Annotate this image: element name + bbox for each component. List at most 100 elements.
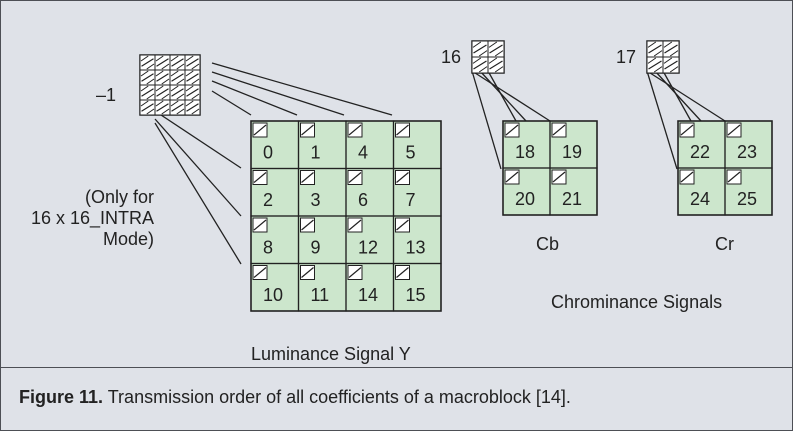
luma-block-dc-marker-hatch	[348, 267, 362, 278]
luma-block-cell-index: 14	[358, 285, 378, 305]
dc-block-luma-hatch	[161, 78, 170, 85]
luma-block-cell-index: 11	[311, 285, 330, 305]
dc-block-luma-hatch	[141, 73, 154, 82]
luma-block-cell-index: 8	[263, 238, 273, 258]
dc-block-luma-hatch	[176, 93, 185, 100]
luma-block-dc-marker-hatch	[301, 267, 314, 278]
dc-block-luma-hatch	[185, 55, 194, 62]
cr-label: Cr	[715, 234, 734, 254]
luma-block-dc-marker-hatch	[301, 219, 314, 231]
luma-block-cell-index: 1	[311, 143, 321, 163]
luma-block-cell-index: 6	[358, 190, 368, 210]
dc-block-luma-hatch	[156, 88, 169, 97]
luma-block-dc-marker-hatch	[348, 219, 362, 231]
dc-block-luma-hatch	[156, 73, 169, 82]
figure-caption-text: Transmission order of all coefficients o…	[107, 387, 571, 407]
dc-block-luma-hatch	[170, 85, 179, 92]
connector-line	[487, 70, 517, 122]
intra-mode-note-line-2: 16 x 16_INTRA	[30, 208, 154, 228]
connector-line	[479, 70, 527, 122]
cr-block-cell-index: 24	[690, 189, 710, 209]
dc-block-luma-hatch	[171, 73, 184, 82]
cr-block-cell-index: 25	[737, 189, 757, 209]
dc-block-cr-hatch	[669, 50, 679, 57]
cr-block-dc-marker-hatch	[727, 171, 741, 183]
luma-block-dc-marker-hatch	[253, 267, 267, 278]
dc-label-cb: 16	[441, 47, 462, 67]
cr-block-dc-marker-hatch	[680, 124, 694, 136]
luma-block-cell-index: 10	[263, 285, 283, 305]
dc-block-cb-hatch	[489, 44, 503, 54]
luma-block-cell	[392, 262, 442, 312]
intra-mode-note-line-3: Mode)	[102, 229, 154, 249]
dc-block-luma-hatch	[155, 70, 164, 77]
dc-block-luma-hatch	[186, 103, 199, 112]
dc-block-cr-hatch	[653, 50, 663, 57]
dc-block-cb-hatch	[488, 41, 498, 48]
cb-label: Cb	[536, 234, 560, 254]
figure-caption: Figure 11. Transmission order of all coe…	[19, 387, 571, 408]
dc-block-luma-hatch	[186, 88, 199, 97]
cr-block-dc-marker-hatch	[680, 171, 694, 183]
dc-block-luma-hatch	[141, 88, 154, 97]
dc-block-luma-hatch	[140, 70, 149, 77]
dc-block-luma-hatch	[155, 55, 164, 62]
dc-block-luma-hatch	[140, 55, 149, 62]
luma-block-dc-marker-hatch	[396, 172, 409, 183]
dc-block-cr-hatch	[648, 44, 662, 54]
luma-block-cell-index: 9	[311, 238, 321, 258]
dc-block-luma-hatch	[191, 78, 200, 85]
luma-block-cell-index: 5	[406, 143, 416, 163]
luma-block-cell-index: 2	[263, 190, 273, 210]
luminance-label: Luminance Signal Y	[251, 344, 411, 364]
dc-block-luma-hatch	[185, 85, 194, 92]
dc-block-luma-hatch	[141, 103, 154, 112]
cb-block-cell-index: 19	[562, 142, 582, 162]
cb-block-dc-marker-hatch	[505, 124, 519, 136]
dc-block-luma-hatch	[171, 88, 184, 97]
connector-line	[211, 80, 298, 116]
cr-block-cell	[724, 167, 773, 216]
cb-block-cell-index: 18	[515, 142, 535, 162]
dc-block-cr-hatch	[669, 66, 679, 73]
dc-block-luma-hatch	[161, 93, 170, 100]
luma-block-cell-index: 13	[406, 238, 426, 258]
dc-block-cr-hatch	[648, 60, 662, 70]
luma-block-cell-index: 15	[406, 285, 426, 305]
dc-label-cr: 17	[616, 47, 637, 67]
connector-line	[471, 70, 502, 170]
dc-block-luma-hatch	[185, 100, 194, 107]
luma-block-dc-marker-hatch	[348, 124, 362, 136]
dc-block-luma-hatch	[176, 108, 185, 115]
caption-divider	[1, 367, 792, 368]
cr-block-dc-marker-hatch	[727, 124, 741, 136]
dc-block-luma-hatch	[191, 63, 200, 70]
dc-block-luma-hatch	[191, 108, 200, 115]
luma-block-cell-index: 3	[311, 190, 321, 210]
connector-line	[154, 122, 242, 265]
dc-block-luma-hatch	[156, 58, 169, 67]
connector-line	[646, 70, 678, 170]
dc-block-luma-hatch	[161, 108, 170, 115]
dc-block-luma-hatch	[171, 103, 184, 112]
dc-block-luma-hatch	[176, 78, 185, 85]
intra-mode-note-line-1: (Only for	[84, 187, 154, 207]
cb-block-cell-index: 21	[562, 189, 582, 209]
cr-block-cell-index: 22	[690, 142, 710, 162]
dc-block-cb-hatch	[488, 57, 498, 64]
dc-block-luma-hatch	[170, 55, 179, 62]
dc-block-cb-hatch	[473, 44, 487, 54]
cb-block-dc-marker-hatch	[552, 124, 566, 136]
cb-block-cell-index: 20	[515, 189, 535, 209]
dc-block-luma-hatch	[141, 58, 154, 67]
dc-block-cr-hatch	[647, 41, 657, 48]
dc-block-cr-hatch	[663, 41, 673, 48]
luma-block-cell-index: 4	[358, 143, 368, 163]
dc-block-cr-hatch	[663, 57, 673, 64]
dc-block-luma-hatch	[155, 100, 164, 107]
connector-line	[646, 70, 726, 122]
dc-block-cr-hatch	[664, 60, 678, 70]
luma-block-cell-index: 12	[358, 238, 378, 258]
luma-block-dc-marker-hatch	[348, 172, 362, 183]
dc-block-cb-hatch	[472, 41, 482, 48]
